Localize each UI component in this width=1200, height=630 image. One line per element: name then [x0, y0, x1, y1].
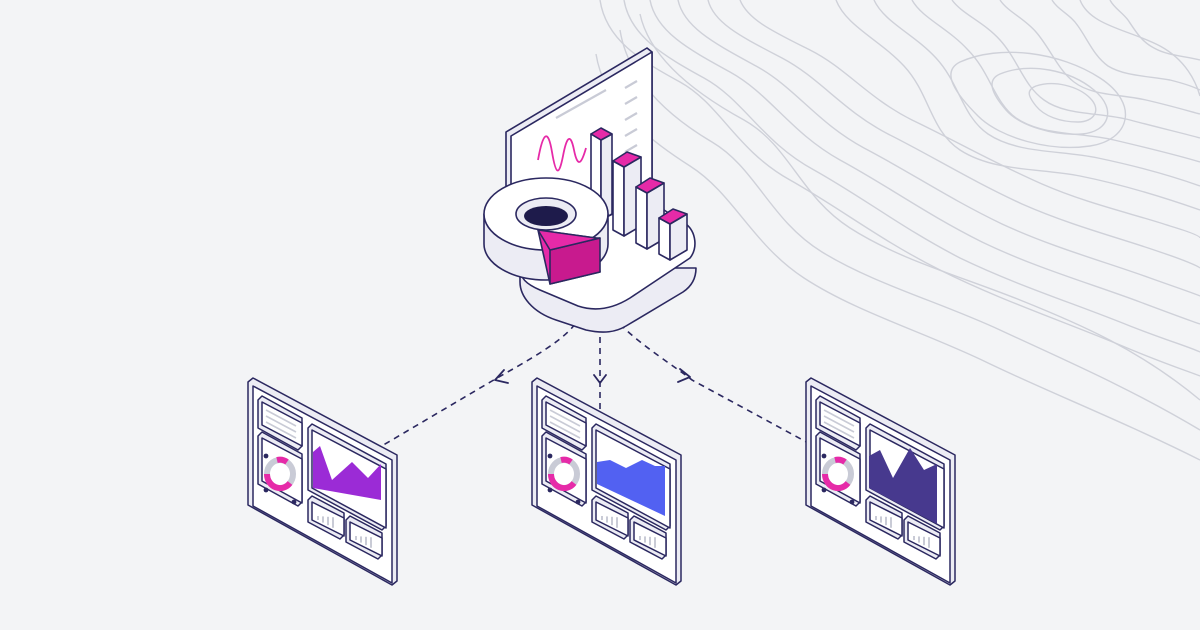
topographic-contour-lines — [595, 0, 1200, 461]
contour-line — [707, 0, 1200, 269]
connector-arrowheads — [494, 368, 691, 384]
dashboard-donut-card — [815, 431, 861, 507]
dashboard-mini-bar-card — [903, 515, 941, 560]
donut-segment — [821, 473, 851, 492]
connector-left — [379, 323, 576, 448]
donut-handle — [575, 499, 581, 505]
header-text-line — [265, 421, 297, 439]
connector-group — [379, 323, 813, 448]
contour-line — [1079, 0, 1200, 97]
dashboard-header-card — [815, 395, 861, 451]
donut-handle — [821, 453, 827, 459]
dashboard-mini-bar-card — [307, 495, 345, 540]
contour-line — [739, 0, 1200, 239]
contour-line — [950, 51, 1127, 149]
header-text-line — [549, 415, 581, 433]
header-text-line — [823, 421, 855, 439]
dashboard-right — [805, 377, 956, 586]
contour-line — [951, 0, 1200, 139]
area-chart-fill — [313, 446, 381, 500]
analytics-hub — [483, 47, 697, 333]
dashboards-group — [247, 377, 956, 586]
donut-segment — [263, 473, 293, 492]
header-text-line — [265, 415, 297, 433]
dashboard-area-chart-card — [307, 423, 387, 531]
donut-segment — [547, 473, 577, 492]
contour-line — [1109, 0, 1200, 61]
dashboard-mini-bar-card — [591, 495, 629, 540]
contour-line — [595, 53, 1200, 461]
contour-line — [639, 13, 1200, 401]
contour-line — [599, 0, 1200, 377]
donut-handle — [849, 499, 855, 505]
contour-line — [991, 67, 1109, 135]
donut-handle — [547, 453, 553, 459]
contour-line — [1051, 0, 1200, 91]
contour-line — [623, 0, 1200, 353]
header-text-line — [823, 409, 855, 427]
dashboard-mini-bar-card — [345, 515, 383, 560]
donut-segment — [560, 456, 573, 465]
hub-bar-4 — [658, 208, 688, 261]
donut-handle — [821, 487, 827, 493]
donut-handle — [547, 487, 553, 493]
contour-line — [911, 0, 1200, 163]
contour-line — [649, 0, 1200, 325]
dashboard-mini-bar-card — [865, 495, 903, 540]
contour-line — [873, 0, 1200, 187]
dashboard-header-card — [257, 395, 303, 451]
hub-donut-chart — [483, 177, 609, 285]
contour-line — [1028, 82, 1097, 123]
donut-handle — [263, 487, 269, 493]
arrow-center-icon — [593, 374, 607, 384]
header-text-line — [549, 421, 581, 439]
contour-line — [619, 29, 1200, 431]
dashboard-mini-bar-card — [629, 515, 667, 560]
connector-right — [619, 323, 813, 446]
arrow-right-icon — [677, 368, 691, 383]
area-chart-fill — [597, 460, 665, 516]
dashboard-area-chart-card — [865, 423, 945, 531]
donut-handle — [263, 453, 269, 459]
header-text-line — [549, 409, 581, 427]
arrow-left-icon — [494, 369, 509, 384]
contour-line — [999, 0, 1200, 115]
donut-segment — [834, 456, 847, 465]
header-text-line — [265, 409, 297, 427]
donut-handle — [291, 499, 297, 505]
contour-line — [677, 0, 1200, 297]
contour-line — [835, 0, 1200, 211]
dashboard-center — [531, 377, 682, 586]
dashboard-donut-card — [541, 431, 587, 507]
dashboard-donut-card — [257, 431, 303, 507]
dashboard-header-card — [541, 395, 587, 451]
dashboard-area-chart-card — [591, 423, 671, 531]
hub-line-chart — [537, 135, 587, 172]
header-text-line — [823, 415, 855, 433]
donut-segment — [276, 456, 289, 465]
dashboard-left — [247, 377, 398, 586]
area-chart-fill — [869, 448, 937, 524]
